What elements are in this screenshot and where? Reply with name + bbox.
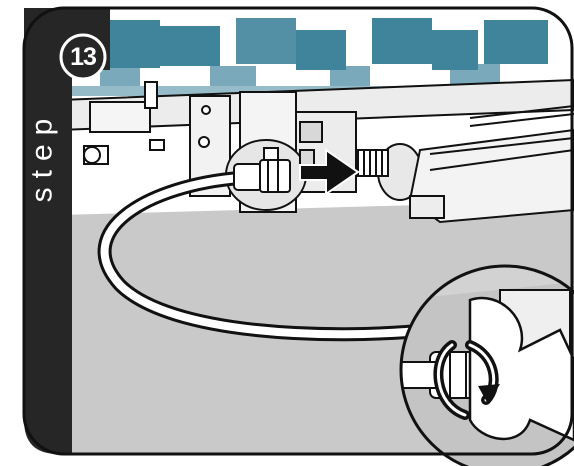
step-label-text: step [25, 110, 59, 203]
step-number: 13 [60, 34, 106, 80]
step-label: step [12, 86, 72, 226]
